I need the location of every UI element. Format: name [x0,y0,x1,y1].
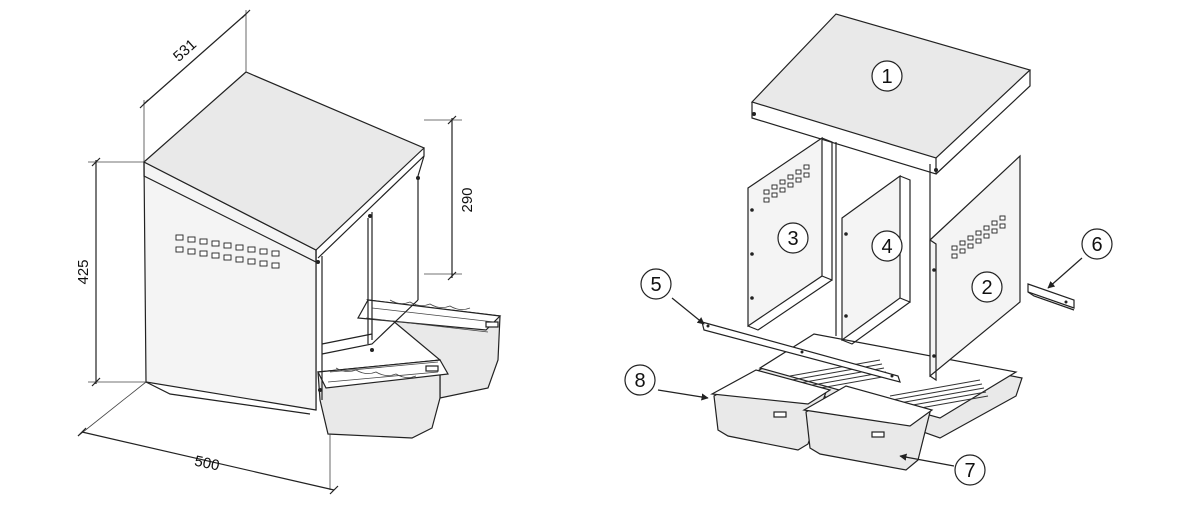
width-dimension-label: 531 [170,36,200,65]
callout-part-8-number: 8 [634,370,645,392]
callout-part-6: 6 [1081,228,1113,260]
callout-part-8: 8 [624,364,656,396]
assembled-nest-trays [317,299,502,439]
callout-part-4: 4 [871,230,903,262]
part-front-rail [701,321,901,383]
part-right-side-panel [929,154,1021,382]
part-roof [750,13,1032,175]
callout-part-1: 1 [871,60,903,92]
part-rear-rail [1027,283,1075,311]
right-panel-vent-holes [951,215,1006,259]
callout-part-3-number: 3 [787,228,798,250]
callout-leader-lines [657,257,1083,467]
callout-part-2-number: 2 [981,277,992,299]
callout-part-2: 2 [971,271,1003,303]
height-dimension-label: 425 [75,259,92,284]
assembled-nest-box [142,71,502,439]
part-middle-divider [835,142,931,345]
part-right-nest-tray [802,385,934,471]
callout-part-6-number: 6 [1091,234,1102,256]
depth-dimension-label: 500 [193,453,221,475]
dimension-lines [77,9,462,495]
callout-part-5-number: 5 [650,274,661,296]
callout-part-7: 7 [954,454,986,486]
callout-part-5: 5 [640,268,672,300]
callout-part-4-number: 4 [881,236,892,258]
left-panel-vent-holes [763,164,810,203]
callout-part-3: 3 [777,222,809,254]
assembled-ventilation-holes [175,234,280,269]
exploded-view: 1 2 3 4 5 6 7 8 [624,13,1113,486]
callout-part-1-number: 1 [881,66,892,88]
part-left-nest-tray [710,369,832,451]
opening-dimension-label: 290 [459,187,476,212]
callout-part-7-number: 7 [964,460,975,482]
